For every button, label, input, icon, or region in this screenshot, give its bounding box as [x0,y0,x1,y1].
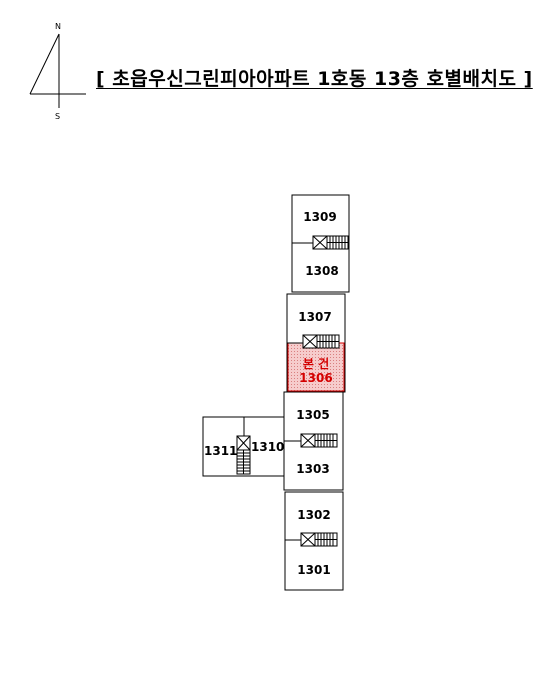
unit-1309-label: 1309 [303,210,337,224]
unit-1303-label: 1303 [296,462,330,476]
page-title: [ 초읍우신그린피아아파트 1호동 13층 호별배치도 ] [96,68,533,90]
unit-1308-label: 1308 [305,264,339,278]
unit-1307-label: 1307 [298,310,332,324]
unit-1302-label: 1302 [297,508,331,522]
unit-1310-label: 1310 [251,440,285,454]
block-1309-1308 [291,194,350,293]
south-label: S [55,112,61,121]
unit-1301-label: 1301 [297,563,331,577]
unit-1306-label: 1306 [299,371,333,385]
subject-property-tag: 본 건 [302,357,330,371]
unit-1305-label: 1305 [296,408,330,422]
block-1307-1306 [286,293,346,393]
north-label: N [55,22,61,31]
block-1311-1310 [202,416,285,477]
block-1302-1301 [284,491,344,591]
unit-1311-label: 1311 [204,444,238,458]
